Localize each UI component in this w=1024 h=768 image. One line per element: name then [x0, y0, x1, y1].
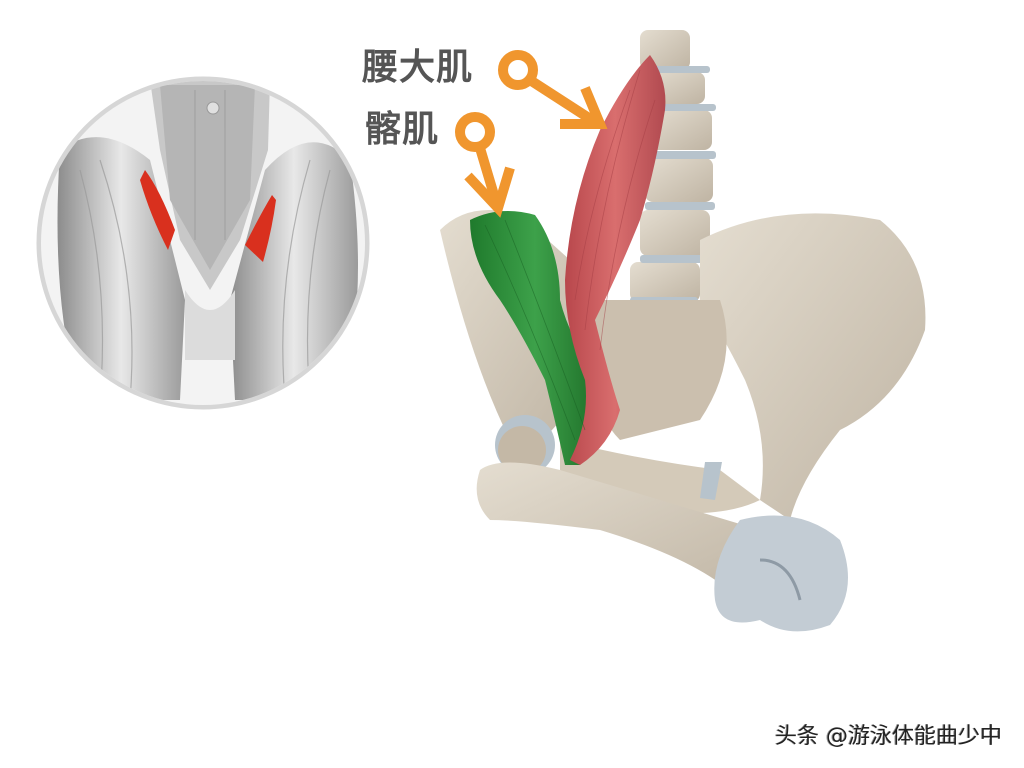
iliacus-pointer-arrow: [455, 112, 515, 218]
watermark: 头条 @游泳体能曲少中: [775, 724, 1002, 749]
pelvis-illustration: [440, 30, 926, 632]
inset-illustration: [36, 76, 370, 410]
iliacus-label: 髂肌: [365, 109, 440, 150]
psoas-major-label: 腰大肌: [362, 47, 474, 88]
psoas-major-muscle: [565, 55, 666, 465]
psoas-pointer-arrow: [498, 50, 608, 129]
